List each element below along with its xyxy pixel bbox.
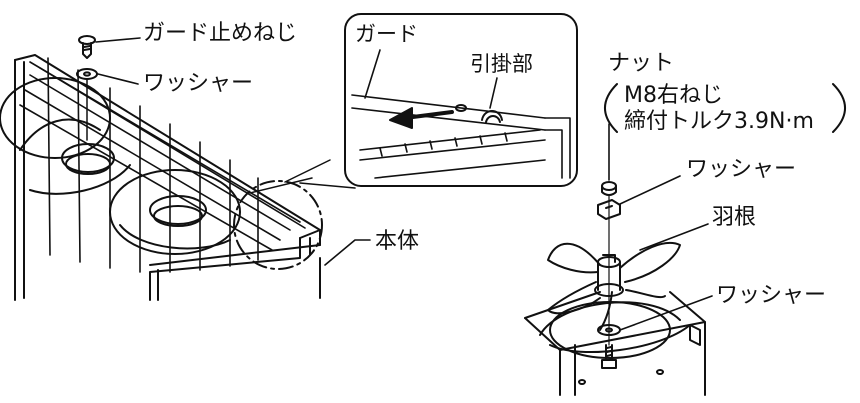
guard-screw-icon: [78, 35, 96, 59]
label-body: 本体: [375, 229, 420, 254]
unit-housing: [14, 54, 321, 301]
motor-housing: [524, 291, 706, 396]
spec-paren-left: [604, 83, 618, 133]
label-nut-spec-2: 締付トルク3.9N·m: [624, 109, 814, 134]
spec-paren-right: [832, 83, 846, 133]
label-guard-screw: ガード止めねじ: [143, 21, 298, 46]
pull-arrow-icon: [389, 107, 454, 129]
hook-icon: [455, 104, 503, 123]
detail-inset: [344, 13, 578, 187]
label-hook: 引掛部: [470, 52, 533, 76]
washer-top-icon: [76, 68, 98, 80]
label-nut: ナット: [608, 51, 675, 76]
motor-shaft-icon: [601, 344, 617, 369]
label-washer-right: ワッシャー: [686, 157, 797, 182]
label-inset-guard: ガード: [355, 22, 418, 46]
label-washer-bottom: ワッシャー: [716, 283, 827, 308]
inset-guard-detail: [351, 49, 571, 179]
fan-blades-left: [0, 77, 241, 255]
label-washer-top: ワッシャー: [143, 71, 254, 96]
nut-icon: [601, 181, 617, 196]
label-blade: 羽根: [712, 205, 757, 230]
label-nut-spec-1: M8右ねじ: [624, 83, 723, 108]
fan-guard-grille: [19, 57, 306, 273]
fan-blade-icon: [547, 242, 681, 331]
detail-circle: [233, 180, 323, 270]
